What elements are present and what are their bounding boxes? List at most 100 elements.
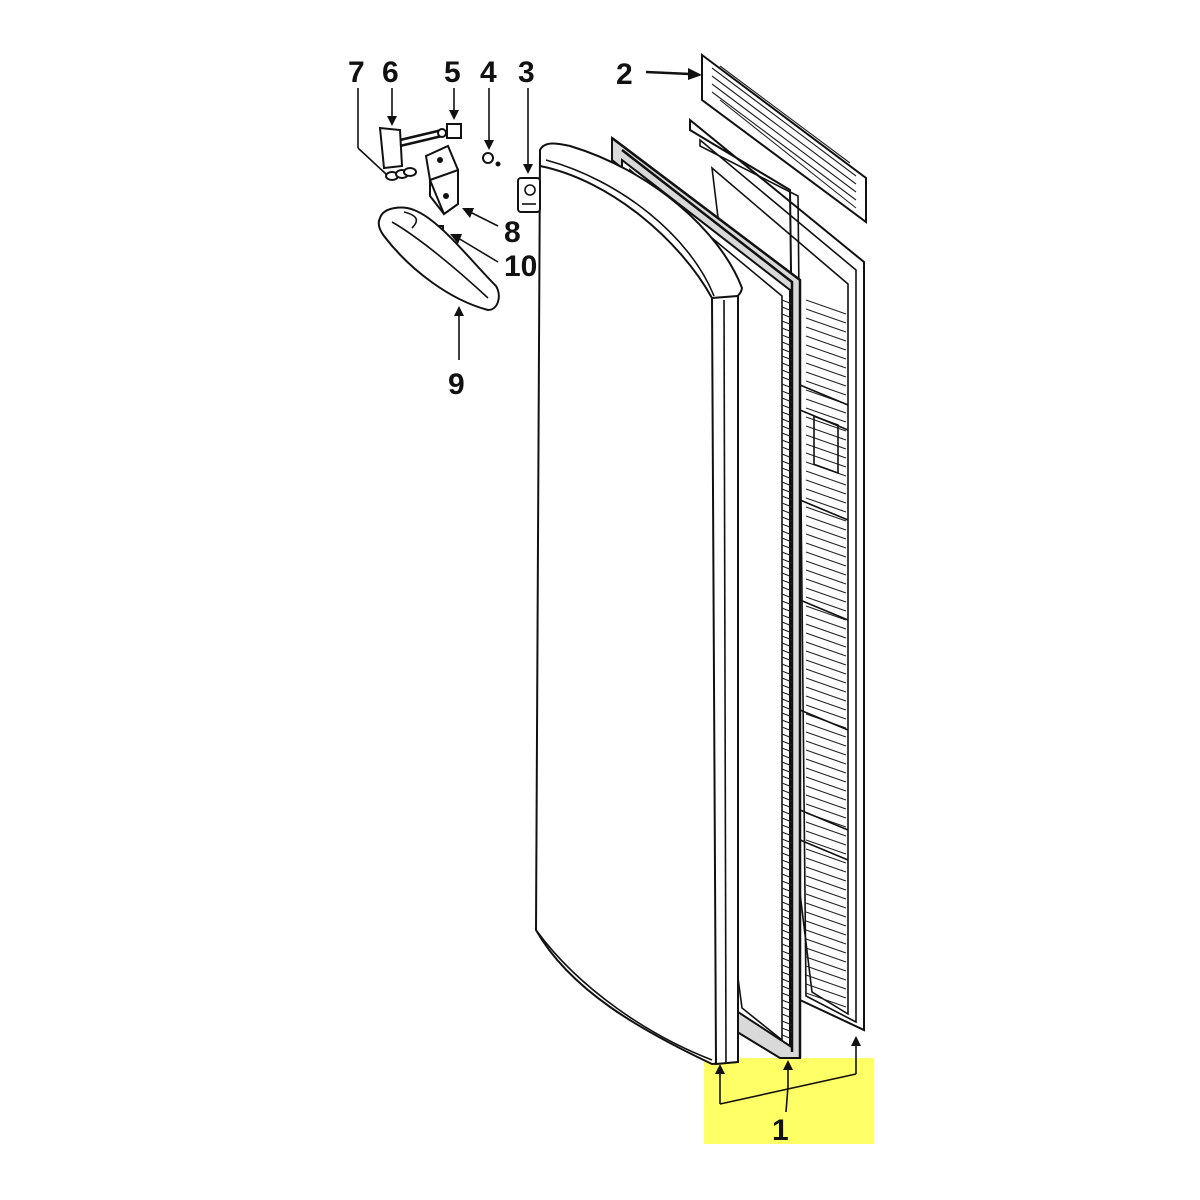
- gasket-hatch-line: [781, 894, 793, 900]
- gasket-hatch-line: [781, 901, 793, 907]
- liner-slat-line: [805, 353, 847, 369]
- liner-slat-line: [805, 479, 847, 495]
- gasket-hatch-line: [781, 565, 793, 571]
- gasket-hatch-line: [781, 649, 793, 655]
- gasket-hatch-line: [781, 873, 793, 879]
- door-outer-panel: [534, 142, 744, 1066]
- gasket-hatch-line: [781, 824, 793, 830]
- liner-slat-line: [805, 992, 847, 1008]
- washer-part-7: [385, 167, 417, 181]
- gasket-hatch-line: [781, 516, 793, 522]
- gasket-hatch-line: [781, 397, 793, 403]
- liner-slat-line: [805, 821, 847, 837]
- gasket-hatch-line: [781, 866, 793, 872]
- liner-slat-line: [805, 947, 847, 963]
- gasket-hatch-line: [781, 376, 793, 382]
- gasket-hatch-line: [781, 572, 793, 578]
- callout-10: 10: [504, 250, 537, 283]
- gasket-hatch-line: [781, 663, 793, 669]
- liner-slat-line: [805, 902, 847, 918]
- callout-5: 5: [444, 56, 461, 89]
- gasket-hatch-line: [781, 992, 793, 998]
- gasket-hatch-line: [781, 418, 793, 424]
- gasket-hatch-line: [781, 404, 793, 410]
- gasket-hatch-line: [781, 845, 793, 851]
- gasket-hatch-line: [781, 600, 793, 606]
- gasket-hatch-line: [781, 831, 793, 837]
- gasket-hatch-line: [781, 369, 793, 375]
- gasket-hatch-line: [781, 761, 793, 767]
- liner-slat-line: [805, 578, 847, 594]
- gasket-hatch-line: [781, 670, 793, 676]
- liner-slat-line: [805, 731, 847, 747]
- gasket-hatch-line: [781, 656, 793, 662]
- gasket-hatch-line: [781, 425, 793, 431]
- gasket-hatch-line: [781, 950, 793, 956]
- liner-slat-line: [805, 740, 847, 756]
- gasket-hatch-line: [781, 957, 793, 963]
- gasket-hatch-line: [781, 768, 793, 774]
- gasket-hatch-line: [781, 985, 793, 991]
- gasket-hatch-line: [781, 719, 793, 725]
- gasket-hatch-line: [781, 635, 793, 641]
- gasket-hatch-line: [781, 789, 793, 795]
- gasket-hatch-line: [781, 306, 793, 312]
- gasket-hatch-line: [781, 817, 793, 823]
- gasket-hatch-line: [781, 341, 793, 347]
- gasket-hatch-line: [781, 677, 793, 683]
- gasket-hatch-line: [781, 726, 793, 732]
- gasket-hatch-line: [781, 929, 793, 935]
- gasket-hatch-line: [781, 1020, 793, 1026]
- gasket-hatch-line: [781, 943, 793, 949]
- hinge-pin-part-6: [378, 126, 447, 170]
- liner-slat-line: [805, 533, 847, 549]
- gasket-hatch-line: [781, 775, 793, 781]
- liner-slat-line: [805, 893, 847, 909]
- liner-slat-line: [805, 623, 847, 639]
- door-stop-part-3: [517, 177, 541, 213]
- liner-slat-line: [805, 497, 847, 513]
- gasket-hatch-line: [781, 530, 793, 536]
- callout-1: 1: [772, 1114, 789, 1147]
- gasket-hatch-line: [781, 502, 793, 508]
- gasket-hatch-line: [781, 705, 793, 711]
- screw-part-4: [482, 152, 501, 167]
- liner-slat-line: [805, 938, 847, 954]
- callout-7: 7: [348, 56, 365, 89]
- liner-slat-line: [805, 650, 847, 666]
- liner-slat-line: [805, 425, 847, 441]
- bushing-part-5: [446, 123, 462, 139]
- liner-slat-line: [805, 974, 847, 990]
- liner-slat-line: [805, 488, 847, 504]
- liner-slat-line: [805, 470, 847, 486]
- liner-slat-line: [805, 920, 847, 936]
- gasket-hatch-line: [781, 320, 793, 326]
- liner-slat-line: [805, 758, 847, 774]
- gasket-hatch-line: [781, 481, 793, 487]
- gasket-hatch-line: [781, 733, 793, 739]
- gasket-hatch-line: [781, 460, 793, 466]
- callout-9: 9: [448, 368, 465, 401]
- gasket-hatch-line: [781, 803, 793, 809]
- liner-slat-line: [805, 848, 847, 864]
- gasket-hatch-line: [781, 859, 793, 865]
- gasket-hatch-line: [781, 390, 793, 396]
- gasket-hatch-line: [781, 383, 793, 389]
- hinge-bracket-part-8: [424, 144, 459, 216]
- liner-slat-line: [805, 524, 847, 540]
- liner-slat-line: [805, 344, 847, 360]
- rear-panel-part-2: [701, 53, 867, 224]
- liner-slat-line: [805, 452, 847, 468]
- gasket-hatch-line: [781, 355, 793, 361]
- gasket-hatch-line: [781, 796, 793, 802]
- gasket-hatch-line: [781, 488, 793, 494]
- liner-slat-line: [805, 749, 847, 765]
- gasket-hatch-line: [781, 712, 793, 718]
- liner-slat-line: [805, 407, 847, 423]
- callout-1-highlight: [704, 1058, 874, 1144]
- liner-slat-line: [805, 965, 847, 981]
- liner-slat-line: [805, 983, 847, 999]
- gasket-hatch-line: [781, 453, 793, 459]
- gasket-hatch-line: [781, 495, 793, 501]
- callout-4: 4: [480, 56, 497, 89]
